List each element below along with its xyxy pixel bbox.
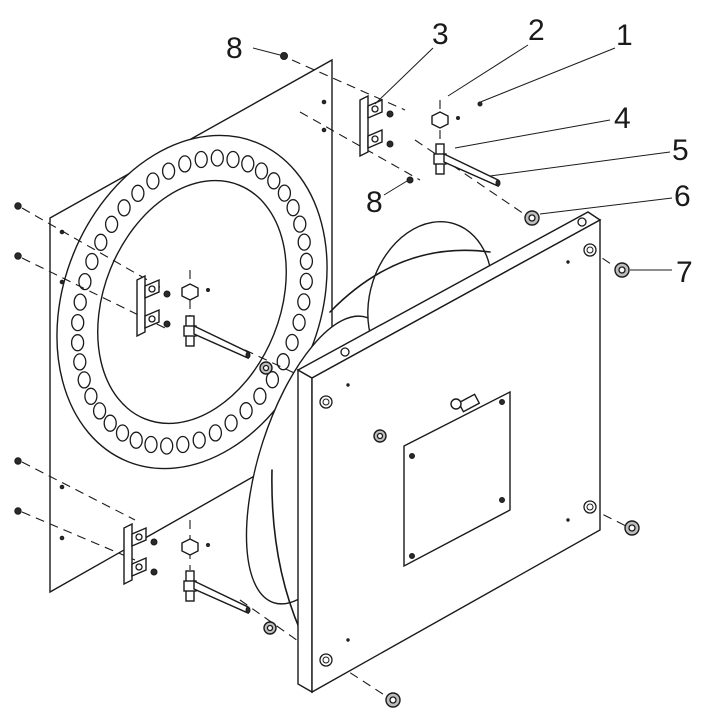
vent-hole <box>267 172 281 190</box>
vent-hole <box>161 162 176 180</box>
vent-hole <box>92 402 107 420</box>
ring-vent-holes <box>70 149 314 455</box>
callout-5: 5 <box>672 134 689 167</box>
vent-hole <box>241 155 255 173</box>
vent-hole <box>73 293 87 311</box>
washer-1 <box>477 101 483 107</box>
callout-8-top: 8 <box>226 32 243 65</box>
vent-hole <box>285 333 299 352</box>
callout-4: 4 <box>614 102 631 135</box>
vent-hole <box>73 353 87 371</box>
vent-hole <box>103 414 117 432</box>
hex-nuts <box>259 210 640 708</box>
callout-6: 6 <box>674 180 691 213</box>
vent-hole <box>299 272 313 291</box>
vent-hole <box>77 371 91 389</box>
vent-hole <box>71 313 85 332</box>
vent-hole <box>253 387 267 405</box>
vent-hole <box>194 150 208 169</box>
vent-hole <box>239 402 253 420</box>
vent-hole <box>146 172 160 190</box>
bracket-assembly-bottom <box>123 522 251 615</box>
callout-leaders <box>252 44 673 271</box>
callout-2: 2 <box>528 14 545 47</box>
vent-hole <box>131 184 145 202</box>
vent-hole <box>104 215 119 233</box>
vent-hole <box>129 431 143 449</box>
vent-hole <box>85 252 99 271</box>
vent-hole <box>176 435 190 454</box>
vent-hole <box>299 252 314 270</box>
screw-8-top <box>280 52 288 60</box>
vent-hole <box>276 353 290 371</box>
vent-hole <box>297 293 311 311</box>
callout-3: 3 <box>432 18 449 51</box>
callouts: 1 2 3 4 5 6 7 8 8 <box>226 14 693 289</box>
vent-hole <box>286 199 300 217</box>
vent-hole <box>115 424 130 442</box>
vent-hole <box>277 184 292 202</box>
vent-hole <box>292 313 306 332</box>
vent-hole <box>210 149 224 167</box>
loose-screws-left <box>14 202 22 515</box>
vent-hole <box>144 435 158 454</box>
vent-hole <box>160 437 174 455</box>
vent-hole <box>293 215 307 233</box>
vent-hole <box>178 155 192 173</box>
bracket-assembly-top <box>359 94 501 188</box>
vent-hole <box>254 162 269 180</box>
screw-8-mid <box>406 176 414 184</box>
callout-8-mid: 8 <box>366 186 383 219</box>
vent-hole <box>117 199 131 217</box>
vent-hole <box>224 414 238 432</box>
vent-hole <box>208 424 223 442</box>
vent-hole <box>297 233 311 251</box>
front-panel <box>296 211 602 694</box>
callout-7: 7 <box>676 256 693 289</box>
bracket-assemblies <box>123 94 501 615</box>
vent-hole <box>94 233 108 251</box>
vent-hole <box>78 272 92 291</box>
vent-hole <box>84 387 98 405</box>
vent-hole <box>265 371 280 389</box>
vent-hole <box>70 334 85 352</box>
bracket-assembly-middle <box>136 274 251 360</box>
callout-1: 1 <box>616 19 633 52</box>
vent-hole <box>226 150 240 169</box>
vent-hole <box>192 431 206 449</box>
